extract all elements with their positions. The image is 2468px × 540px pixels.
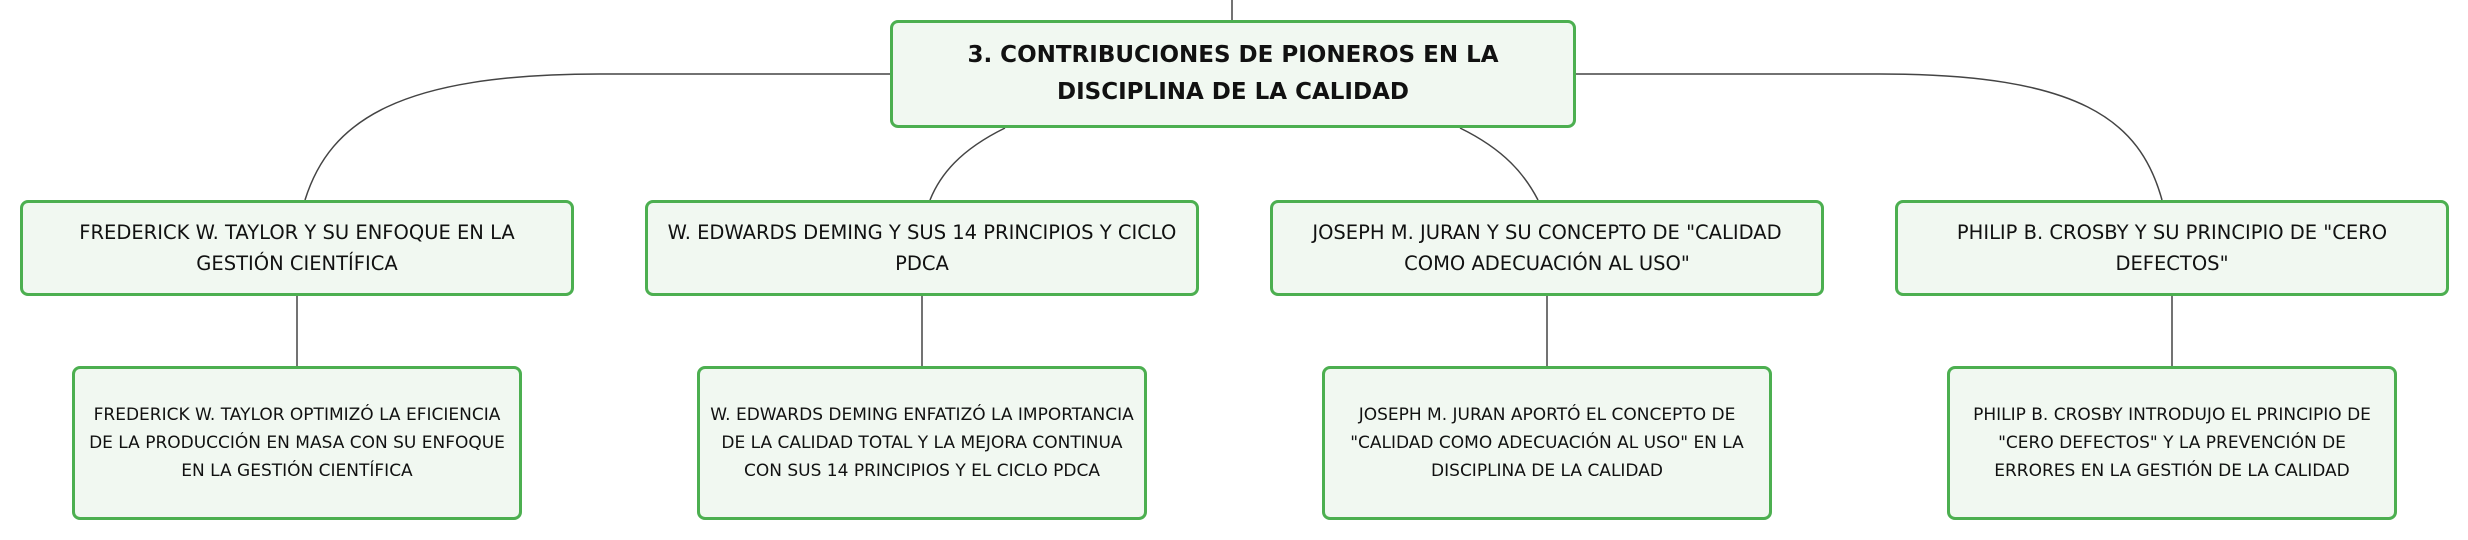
branch-node-deming[interactable]: W. EDWARDS DEMING Y SUS 14 PRINCIPIOS Y … <box>645 200 1199 296</box>
root-node-title: 3. CONTRIBUCIONES DE PIONEROS EN LA DISC… <box>967 42 1499 105</box>
detail-node-crosby[interactable]: PHILIP B. CROSBY INTRODUJO EL PRINCIPIO … <box>1947 366 2397 520</box>
branch-node-juran[interactable]: JOSEPH M. JURAN Y SU CONCEPTO DE "CALIDA… <box>1270 200 1824 296</box>
detail-node-deming[interactable]: W. EDWARDS DEMING ENFATIZÓ LA IMPORTANCI… <box>697 366 1147 520</box>
branch-node-label: FREDERICK W. TAYLOR Y SU ENFOQUE EN LA G… <box>79 221 515 275</box>
connector-root-to-branch-2 <box>929 127 1006 201</box>
root-node[interactable]: 3. CONTRIBUCIONES DE PIONEROS EN LA DISC… <box>890 20 1576 128</box>
connector-root-to-branch-4 <box>1576 73 2163 201</box>
detail-node-taylor[interactable]: FREDERICK W. TAYLOR OPTIMIZÓ LA EFICIENC… <box>72 366 522 520</box>
detail-node-juran[interactable]: JOSEPH M. JURAN APORTÓ EL CONCEPTO DE "C… <box>1322 366 1772 520</box>
connector-root-to-branch-1 <box>304 73 890 201</box>
branch-node-crosby[interactable]: PHILIP B. CROSBY Y SU PRINCIPIO DE "CERO… <box>1895 200 2449 296</box>
branch-node-label: JOSEPH M. JURAN Y SU CONCEPTO DE "CALIDA… <box>1312 221 1782 275</box>
detail-node-text: JOSEPH M. JURAN APORTÓ EL CONCEPTO DE "C… <box>1350 405 1744 481</box>
detail-node-text: W. EDWARDS DEMING ENFATIZÓ LA IMPORTANCI… <box>710 405 1134 481</box>
branch-node-label: W. EDWARDS DEMING Y SUS 14 PRINCIPIOS Y … <box>667 221 1177 275</box>
connector-root-to-branch-3 <box>1459 127 1539 201</box>
branch-node-taylor[interactable]: FREDERICK W. TAYLOR Y SU ENFOQUE EN LA G… <box>20 200 574 296</box>
detail-node-text: FREDERICK W. TAYLOR OPTIMIZÓ LA EFICIENC… <box>89 405 505 481</box>
detail-node-text: PHILIP B. CROSBY INTRODUJO EL PRINCIPIO … <box>1973 405 2371 481</box>
branch-node-label: PHILIP B. CROSBY Y SU PRINCIPIO DE "CERO… <box>1956 221 2388 275</box>
